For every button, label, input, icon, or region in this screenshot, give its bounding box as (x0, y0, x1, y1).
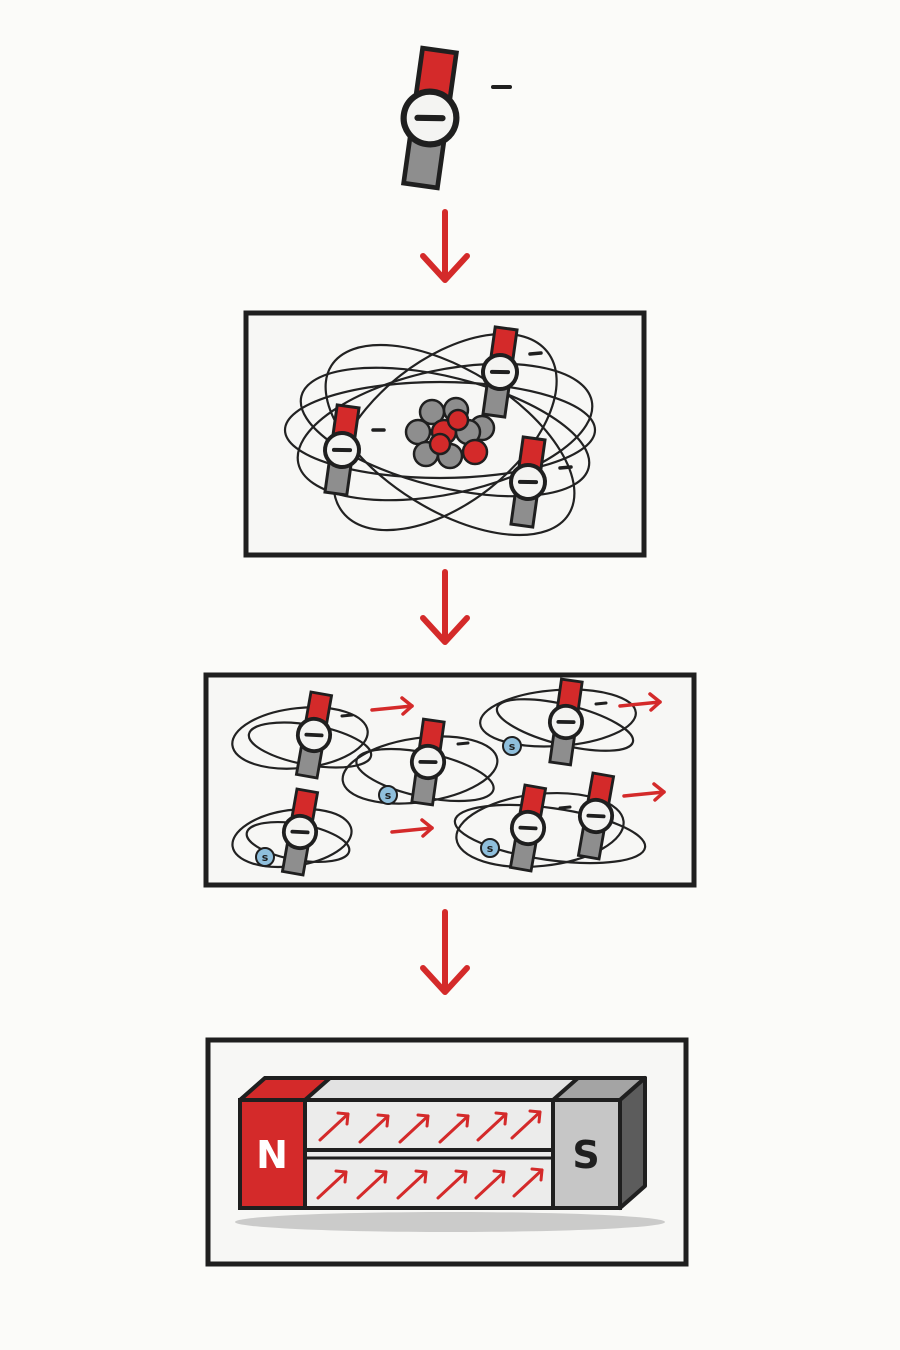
spin-marker: s (379, 786, 397, 804)
down-arrow-2 (423, 572, 467, 642)
atom-panel (246, 295, 644, 573)
down-arrow-3 (423, 912, 467, 992)
svg-text:s: s (487, 842, 494, 855)
electron-spin-magnet-icon (394, 47, 465, 189)
spin-marker: s (256, 848, 274, 866)
svg-text:s: s (262, 851, 269, 864)
single-electron (394, 47, 510, 189)
down-arrow-1 (423, 212, 467, 280)
bar-magnet-panel: N S (208, 1040, 686, 1264)
aligned-spins-panel: s s s s (206, 675, 694, 885)
spin-marker: s (503, 737, 521, 755)
north-pole-label: N (256, 1133, 288, 1177)
spin-marker: s (481, 839, 499, 857)
svg-text:s: s (385, 789, 392, 802)
bar-magnet-icon: N S (235, 1078, 665, 1232)
south-pole-label: S (572, 1133, 599, 1177)
svg-text:s: s (509, 740, 516, 753)
